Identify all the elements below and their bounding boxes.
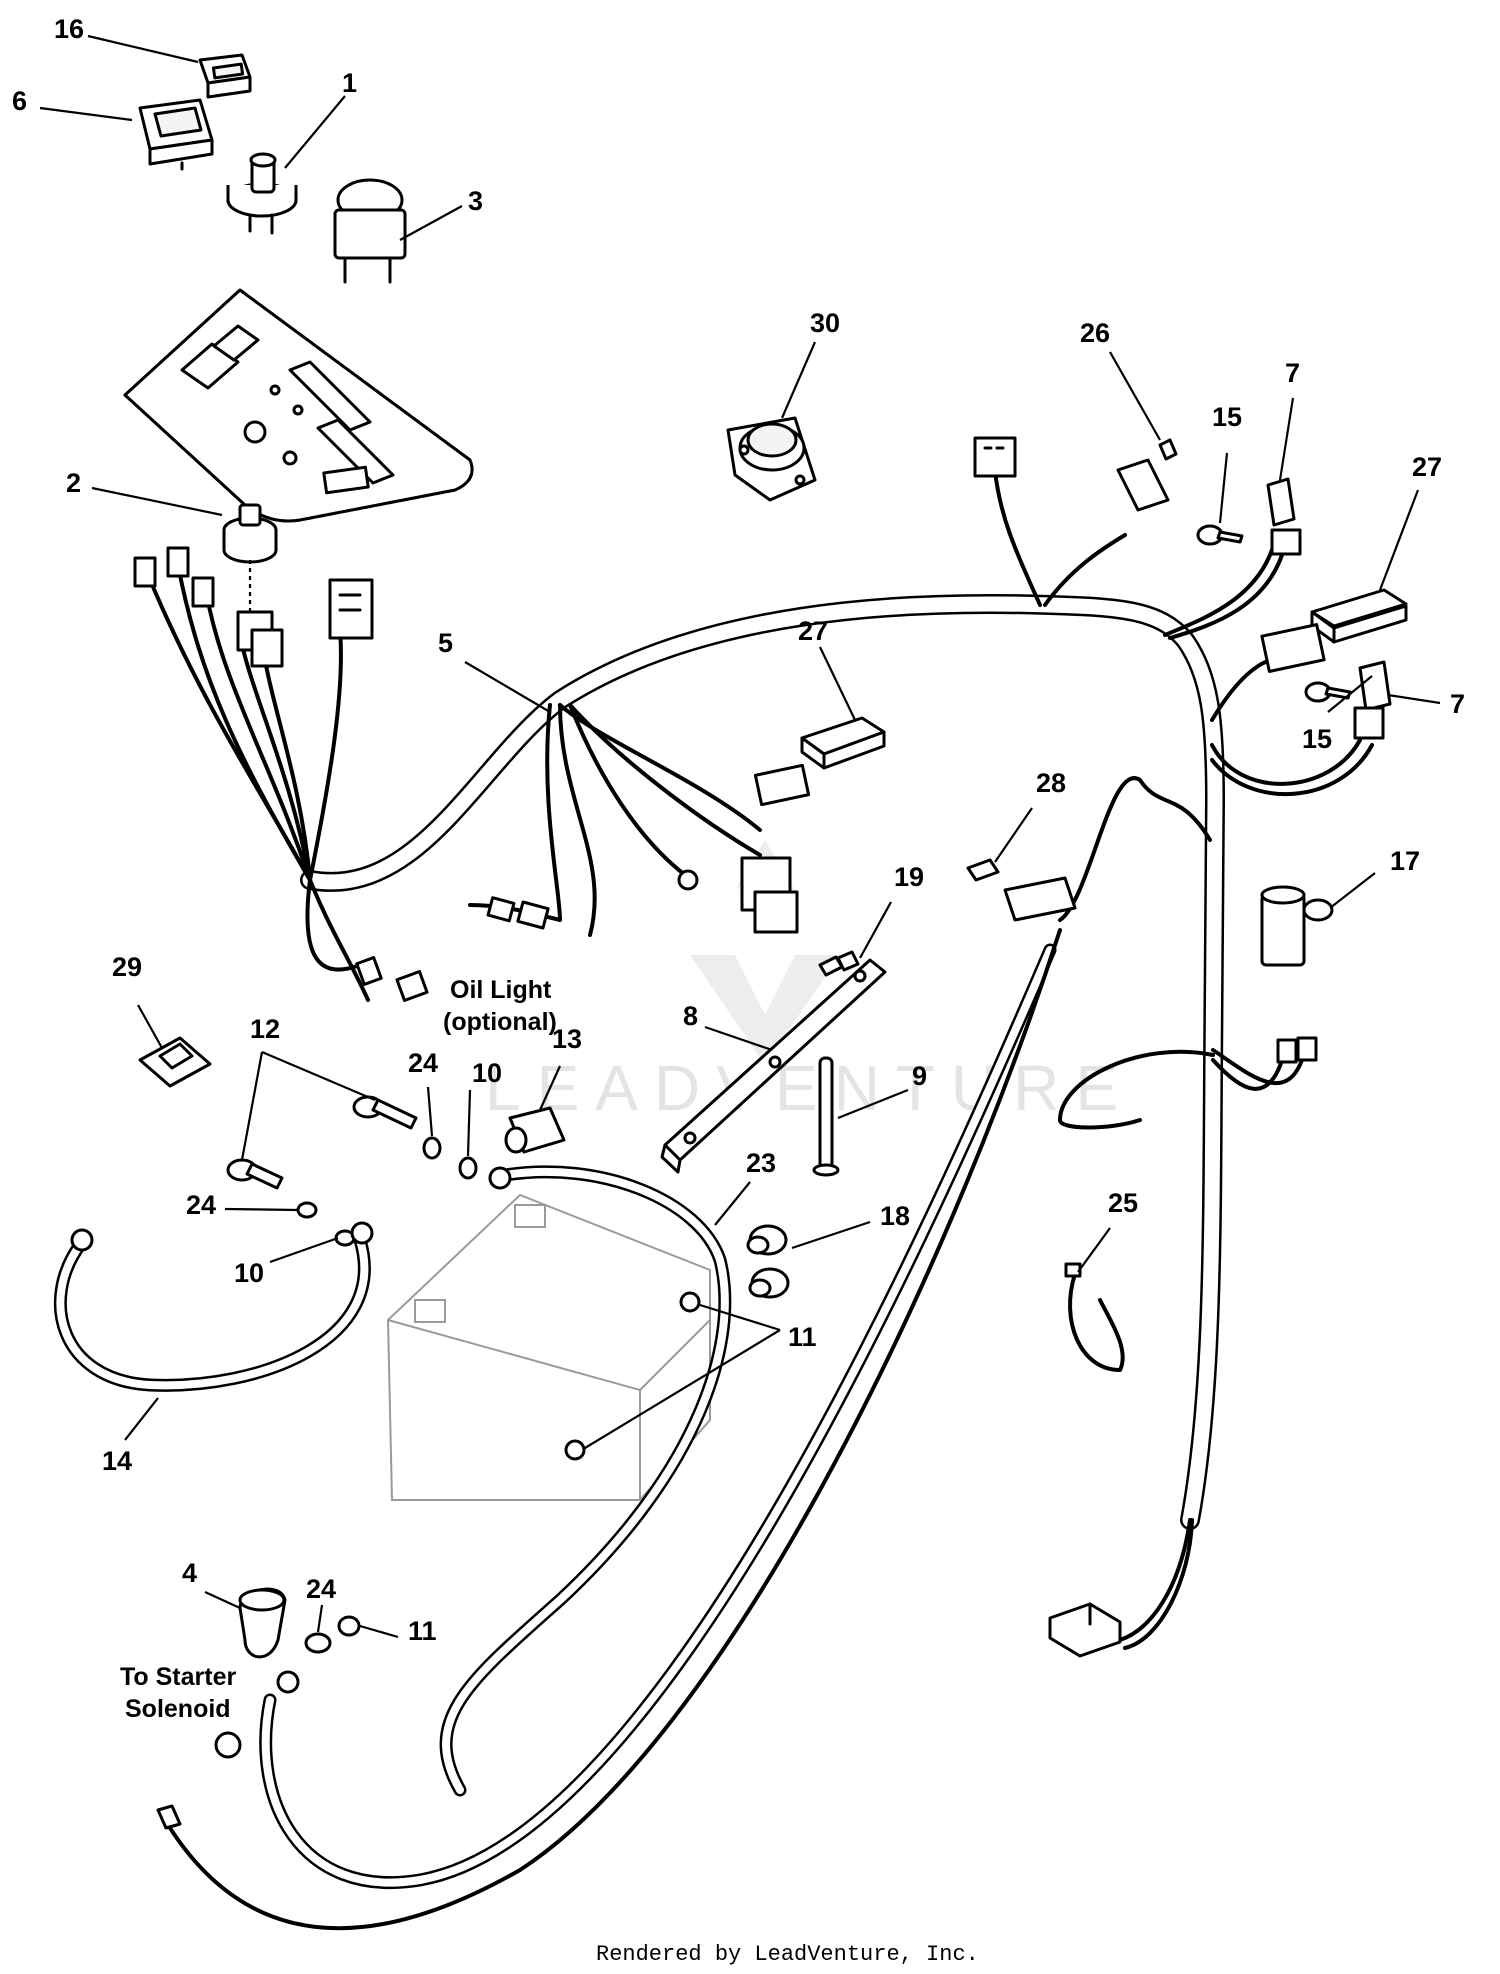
fuse-holder <box>1003 876 1077 922</box>
dash-wire-connectors <box>133 546 374 668</box>
footer-credit: Rendered by LeadVenture, Inc. <box>596 1942 979 1967</box>
oil-light-note-line2: (optional) <box>443 1008 557 1036</box>
callout-7-lower: 7 <box>1450 689 1465 719</box>
callout-12: 12 <box>250 1014 280 1044</box>
callout-26: 26 <box>1080 318 1110 348</box>
harness-end-connector <box>1048 1602 1122 1658</box>
callout-24-upper: 24 <box>408 1048 438 1078</box>
part-11-nut-battery-top <box>679 1291 701 1313</box>
callout-1: 1 <box>342 68 357 98</box>
part-7-relay-upper <box>1266 477 1302 556</box>
callout-9: 9 <box>912 1061 927 1091</box>
callout-numbers: 16 6 1 3 2 5 27 30 26 15 7 27 7 15 28 17… <box>12 14 1465 1646</box>
part-9-rod <box>812 1056 840 1177</box>
part-28-fuse <box>966 858 1000 882</box>
part-2-light-socket <box>222 503 278 620</box>
part-27-connector-cover-right <box>1310 588 1408 644</box>
part-26-connector <box>973 436 1178 512</box>
oil-light-note-line1: Oil Light <box>450 976 552 1004</box>
annotation-notes: Oil Light (optional) To Starter Solenoid <box>120 976 557 1723</box>
starter-cable-terminals <box>156 1670 300 1830</box>
part-12-bolt-lower <box>226 1158 284 1190</box>
part-8-mounting-bracket <box>660 958 887 1174</box>
part-6-rocker-switch <box>138 98 214 171</box>
ground-cable-to-starter <box>163 928 1062 1931</box>
part-10-lockwasher-upper <box>458 1156 478 1180</box>
callout-18: 18 <box>880 1201 910 1231</box>
part-11-nut-battery-side <box>564 1439 586 1461</box>
callout-11-battery: 11 <box>788 1322 817 1352</box>
callout-13: 13 <box>552 1024 582 1054</box>
callout-19: 19 <box>894 862 924 892</box>
part-11-nut-bottom <box>337 1615 361 1637</box>
part-18-ferrite-beads <box>746 1224 790 1299</box>
callout-15-lower: 15 <box>1302 724 1332 754</box>
connector-right-upper <box>1260 623 1326 673</box>
part-23-battery-cable <box>439 1165 732 1797</box>
callout-5: 5 <box>438 628 453 658</box>
callout-28: 28 <box>1036 768 1066 798</box>
callout-17: 17 <box>1390 846 1420 876</box>
callout-24-lower: 24 <box>186 1190 216 1220</box>
callout-23: 23 <box>746 1148 776 1178</box>
starter-note-line2: Solenoid <box>125 1695 231 1723</box>
callout-4: 4 <box>182 1558 197 1588</box>
callout-7-upper: 7 <box>1285 358 1300 388</box>
callout-25: 25 <box>1108 1188 1138 1218</box>
callout-3: 3 <box>468 186 483 216</box>
part-30-buzzer <box>726 416 817 502</box>
callout-6: 6 <box>12 86 27 116</box>
part-3-push-button-switch <box>333 178 407 284</box>
part-12-bolt-upper <box>352 1095 418 1130</box>
dash-panel-plate <box>123 288 474 523</box>
callout-15-upper: 15 <box>1212 402 1242 432</box>
oil-light-connectors <box>355 869 699 1002</box>
callout-27-right: 27 <box>1412 452 1442 482</box>
connector-pair-center <box>740 763 811 934</box>
callout-leader-lines <box>39 34 1441 1639</box>
callout-30: 30 <box>810 308 840 338</box>
part-4-terminal-boot <box>238 1587 287 1659</box>
callout-16: 16 <box>54 14 84 44</box>
battery-reference <box>386 1193 711 1501</box>
part-13-terminal-cover <box>504 1106 566 1154</box>
part-1-ignition-switch <box>226 152 298 235</box>
main-wiring-harness <box>146 468 1374 1650</box>
callout-2: 2 <box>66 468 81 498</box>
callout-10-lower: 10 <box>234 1258 264 1288</box>
part-15-screw-upper <box>1196 524 1244 546</box>
part-24-washer-lower <box>296 1201 318 1219</box>
callout-10-upper: 10 <box>472 1058 502 1088</box>
part-19-wing-nut <box>818 950 860 977</box>
part-17-solenoid <box>1260 885 1334 1064</box>
callout-29: 29 <box>112 952 142 982</box>
part-7-relay-lower <box>1353 660 1392 740</box>
watermark-text: LEADVENTURE <box>485 1052 1134 1124</box>
callout-11-bottom: 11 <box>408 1616 437 1646</box>
part-15-screw-lower <box>1304 681 1352 703</box>
part-25-wire-jumper <box>1064 1262 1125 1372</box>
starter-note-line1: To Starter <box>120 1663 236 1691</box>
part-29-cable-clamp <box>138 1036 212 1088</box>
part-27-connector-cover-center <box>800 716 886 770</box>
part-24-washer-upper <box>422 1136 442 1160</box>
callout-8: 8 <box>683 1001 698 1031</box>
part-24-washer-bottom <box>304 1632 332 1654</box>
callout-24-bottom: 24 <box>306 1574 336 1604</box>
callout-27-center: 27 <box>798 616 828 646</box>
callout-14: 14 <box>102 1446 132 1476</box>
part-16-rocker-switch-small <box>198 53 252 99</box>
part-14-ground-cable <box>53 1221 374 1392</box>
